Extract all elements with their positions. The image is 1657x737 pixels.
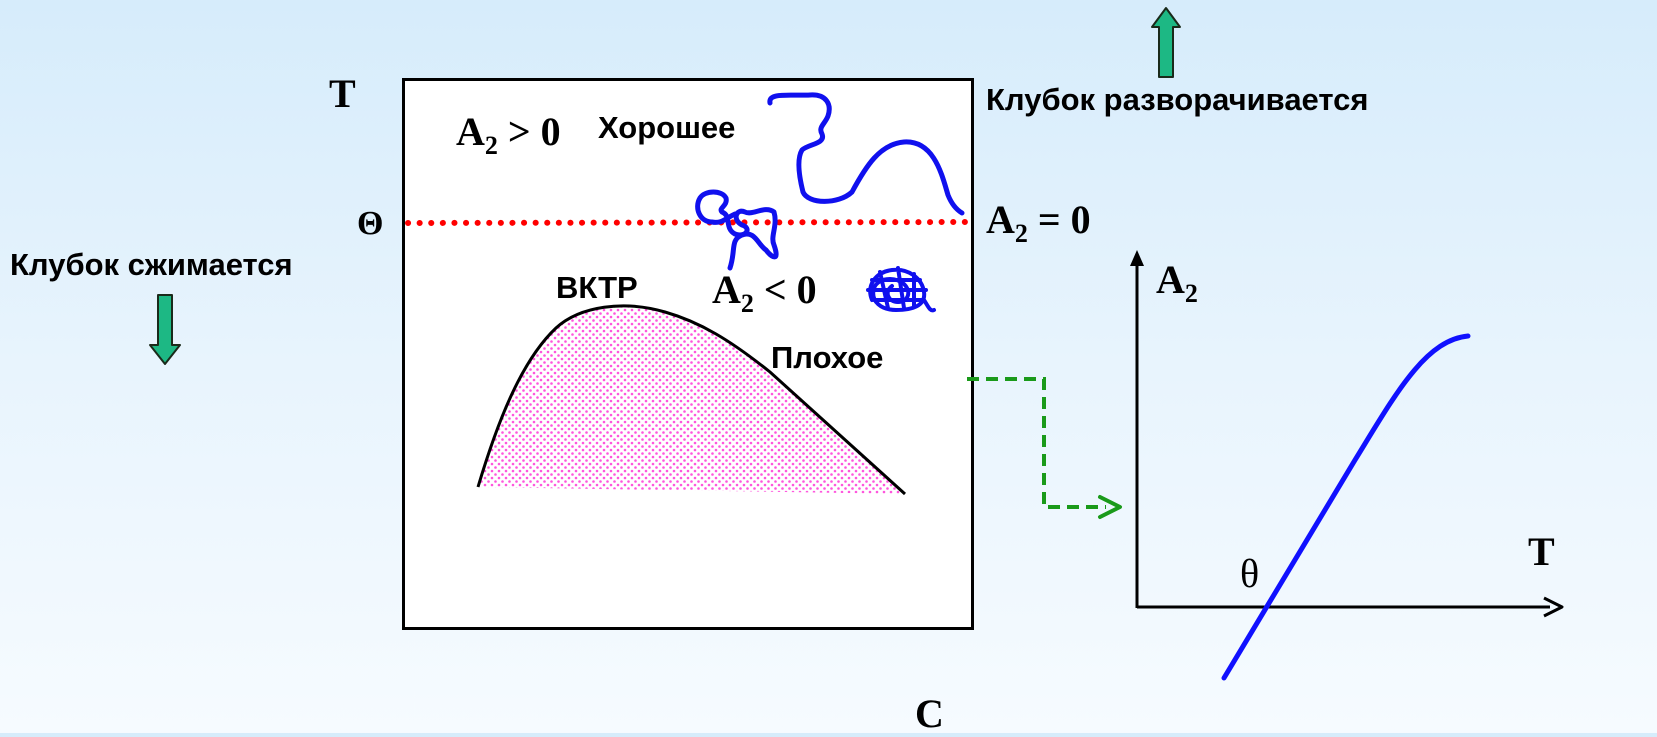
- inset-y-arrowhead-icon: [1130, 250, 1144, 266]
- coil-expands-label: Клубок разворачивается: [986, 82, 1369, 117]
- a2-vs-t-curve: [1221, 333, 1471, 681]
- poor-solvent-label: Плохое: [771, 340, 884, 375]
- inset-y-axis-label: A2: [1156, 257, 1198, 308]
- theta-condition-label: A2 = 0: [986, 197, 1091, 248]
- link-arrowhead-icon: [1098, 495, 1122, 519]
- axis-t-label: T: [329, 71, 356, 116]
- expanded-coil: [767, 92, 965, 216]
- collapsed-globule: [866, 266, 936, 313]
- poor-solvent-a2: A2 < 0: [712, 267, 817, 318]
- critical-point-label: ВКТР: [556, 270, 638, 305]
- good-solvent-a2: A2 > 0: [456, 109, 561, 160]
- down-arrow-icon: [149, 294, 181, 365]
- inset-x-arrowhead-icon: [1543, 596, 1564, 618]
- up-arrow-icon: [1151, 7, 1181, 78]
- inset-theta-label: θ: [1240, 551, 1260, 596]
- inset-x-axis-label: T: [1528, 529, 1555, 574]
- theta-line: [405, 219, 969, 226]
- axis-c-label: C: [915, 691, 944, 736]
- theta-coil: [695, 189, 779, 271]
- good-solvent-label: Хорошее: [598, 110, 736, 145]
- binodal-curve: [476, 304, 907, 496]
- coil-shrinks-label: Клубок сжимается: [10, 247, 293, 282]
- theta-label: Θ: [357, 205, 384, 242]
- link-dashed-arrow: [967, 377, 1106, 509]
- two-phase-region: [478, 305, 905, 494]
